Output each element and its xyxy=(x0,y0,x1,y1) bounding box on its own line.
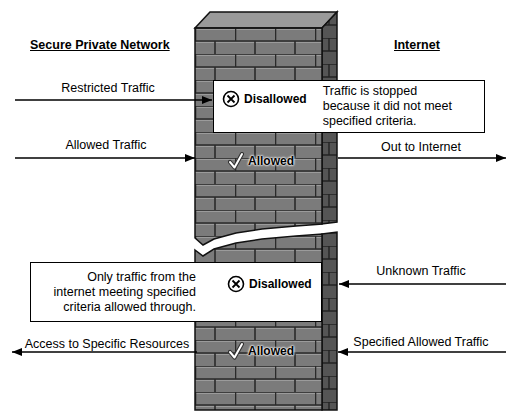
arrow-label: Access to Specific Resources xyxy=(0,337,217,351)
status-marker: Allowed xyxy=(226,340,300,362)
zone-heading: Internet xyxy=(394,38,440,52)
status-text: Disallowed xyxy=(244,92,307,107)
cross-icon xyxy=(227,275,245,293)
arrow-label: Restricted Traffic xyxy=(0,81,218,95)
traffic-arrow xyxy=(15,99,212,100)
traffic-arrow xyxy=(339,283,506,284)
wall-side xyxy=(322,232,337,410)
brick-wall xyxy=(195,28,322,245)
check-outline xyxy=(230,344,242,358)
status-text: Disallowed xyxy=(249,277,312,292)
cross-mark xyxy=(233,281,240,288)
cross-circle xyxy=(229,277,244,292)
traffic-arrow xyxy=(12,351,197,352)
check-icon xyxy=(228,342,244,360)
traffic-arrow xyxy=(338,157,506,158)
callout-box: Disallowed Traffic is stopped because it … xyxy=(213,80,485,133)
cross-circle xyxy=(224,92,239,107)
check-mark xyxy=(230,344,242,358)
arrow-label: Unknown Traffic xyxy=(311,264,529,278)
callout-box: Only traffic from the internet meeting s… xyxy=(30,262,322,322)
wall-top xyxy=(195,12,337,28)
callout-text: Only traffic from the internet meeting s… xyxy=(48,270,196,315)
status-marker: Allowed xyxy=(226,150,300,172)
check-icon xyxy=(228,152,244,170)
status-text: Allowed xyxy=(248,344,294,359)
arrow-label: Allowed Traffic xyxy=(0,138,216,152)
callout-text: Traffic is stopped because it did not me… xyxy=(323,84,459,129)
status-text: Allowed xyxy=(248,154,294,169)
check-mark xyxy=(230,154,242,168)
cross-mark xyxy=(228,96,235,103)
brick-wall xyxy=(195,234,322,410)
zone-heading: Secure Private Network xyxy=(30,38,170,52)
cross-icon xyxy=(222,90,240,108)
check-outline xyxy=(230,154,242,168)
traffic-arrow xyxy=(15,157,195,158)
arrow-label: Specified Allowed Traffic xyxy=(311,335,529,349)
arrow-label: Out to Internet xyxy=(311,140,529,154)
traffic-arrow xyxy=(338,351,506,352)
